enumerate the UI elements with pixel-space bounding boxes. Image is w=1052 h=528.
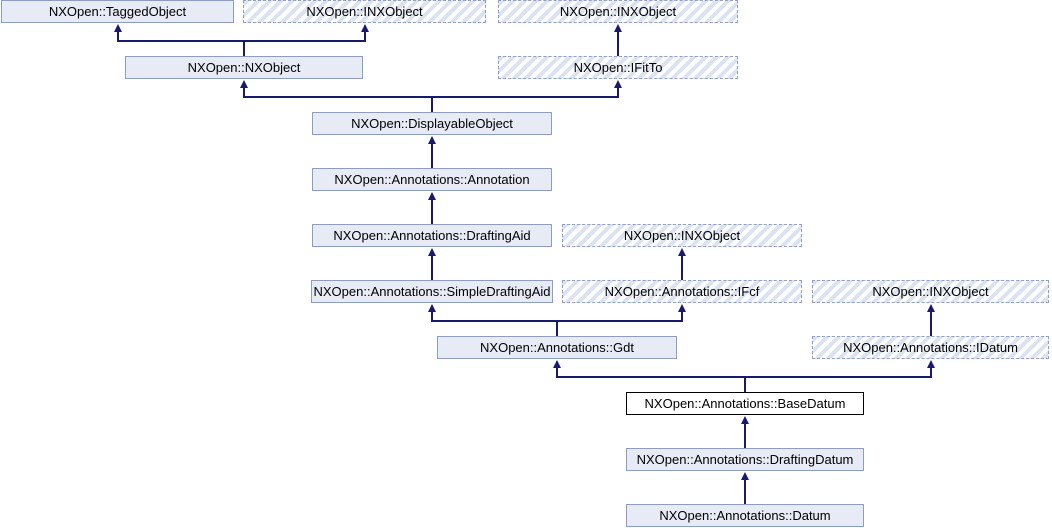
inheritance-edge-line xyxy=(556,376,932,378)
inheritance-edge-line xyxy=(930,311,932,336)
inheritance-arrowhead xyxy=(677,248,686,256)
class-node-gdt[interactable]: NXOpen::Annotations::Gdt xyxy=(437,336,677,359)
inheritance-arrowhead xyxy=(360,24,369,32)
inheritance-edge-line xyxy=(431,199,433,224)
inheritance-edge-line xyxy=(431,143,433,168)
class-node-drafting-datum[interactable]: NXOpen::Annotations::DraftingDatum xyxy=(626,448,864,471)
inheritance-edge-line xyxy=(117,31,119,42)
inheritance-arrowhead xyxy=(427,248,436,256)
class-node-drafting-aid[interactable]: NXOpen::Annotations::DraftingAid xyxy=(312,224,552,247)
class-node-inx-object-3: NXOpen::INXObject xyxy=(562,224,802,247)
inheritance-edge-line xyxy=(117,40,366,42)
class-node-base-datum: NXOpen::Annotations::BaseDatum xyxy=(626,392,864,415)
inheritance-arrowhead xyxy=(740,416,749,424)
inheritance-edge-line xyxy=(744,479,746,504)
inheritance-arrowhead xyxy=(926,360,935,368)
inheritance-edge-line xyxy=(431,311,433,322)
inheritance-edge-line xyxy=(243,40,245,56)
class-node-idatum: NXOpen::Annotations::IDatum xyxy=(812,336,1049,359)
class-node-tagged-object[interactable]: NXOpen::TaggedObject xyxy=(1,0,234,23)
inheritance-edge-line xyxy=(617,87,619,98)
class-node-ifcf: NXOpen::Annotations::IFcf xyxy=(562,280,802,303)
inheritance-edge-line xyxy=(930,367,932,378)
inheritance-arrowhead xyxy=(613,80,622,88)
inheritance-edge-line xyxy=(556,320,558,336)
inheritance-arrowhead xyxy=(239,80,248,88)
inheritance-edge-line xyxy=(681,311,683,322)
inheritance-arrowhead xyxy=(427,192,436,200)
class-node-annotation[interactable]: NXOpen::Annotations::Annotation xyxy=(312,168,552,191)
inheritance-arrowhead xyxy=(427,136,436,144)
inheritance-edge-line xyxy=(243,87,245,98)
class-node-inx-object-1: NXOpen::INXObject xyxy=(243,0,486,23)
class-node-nx-object[interactable]: NXOpen::NXObject xyxy=(125,56,363,79)
inheritance-edge-line xyxy=(617,31,619,56)
inheritance-edge-line xyxy=(364,31,366,42)
inheritance-edge-line xyxy=(744,423,746,448)
inheritance-arrowhead xyxy=(677,304,686,312)
inheritance-arrowhead xyxy=(113,24,122,32)
class-node-datum[interactable]: NXOpen::Annotations::Datum xyxy=(626,504,864,527)
inheritance-arrowhead xyxy=(427,304,436,312)
class-node-inx-object-2: NXOpen::INXObject xyxy=(498,0,738,23)
inheritance-edge-line xyxy=(744,376,746,392)
class-node-displayable-object[interactable]: NXOpen::DisplayableObject xyxy=(312,112,552,135)
inheritance-edge-line xyxy=(243,96,619,98)
inheritance-arrowhead xyxy=(552,360,561,368)
inheritance-edge-line xyxy=(431,255,433,280)
inheritance-arrowhead xyxy=(740,472,749,480)
inheritance-edge-line xyxy=(681,255,683,280)
inheritance-arrowhead xyxy=(926,304,935,312)
inheritance-arrowhead xyxy=(613,24,622,32)
class-node-inx-object-4: NXOpen::INXObject xyxy=(812,280,1049,303)
inheritance-edge-line xyxy=(431,96,433,112)
class-node-simple-drafting-aid[interactable]: NXOpen::Annotations::SimpleDraftingAid xyxy=(311,280,553,303)
inheritance-edge-line xyxy=(556,367,558,378)
class-node-ifitto: NXOpen::IFitTo xyxy=(498,56,738,79)
inheritance-edge-line xyxy=(431,320,683,322)
